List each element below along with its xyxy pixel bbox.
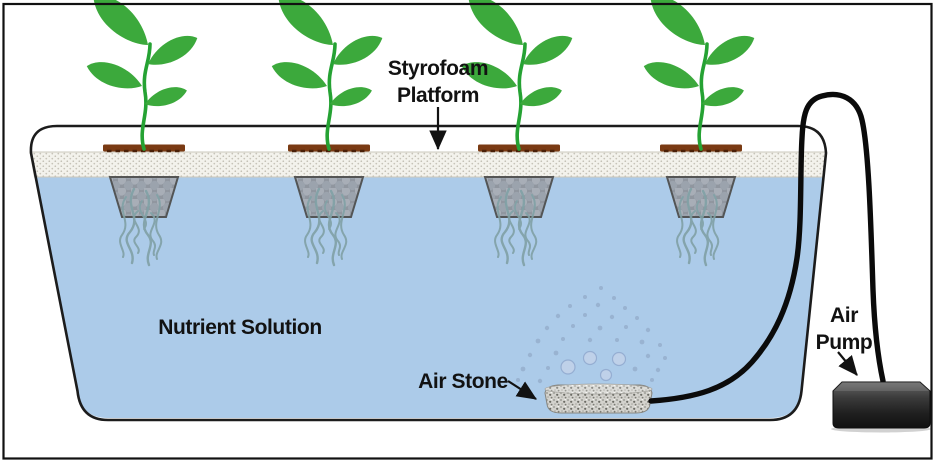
net-pot [109,176,179,218]
annotations: Styrofoam Platform Nutrient Solution Air… [158,57,873,400]
air-stone [544,383,653,414]
label-nutrient-solution: Nutrient Solution [158,316,322,339]
frame-border [2,2,933,460]
air-bubbles-large [560,350,627,382]
tank-outline [29,124,828,422]
air-pump [831,381,931,433]
styrofoam-platform [29,151,827,178]
net-pot [484,176,554,218]
label-styrofoam-platform-line2: Platform [397,84,479,107]
label-styrofoam-platform-line1: Styrofoam [388,57,488,80]
net-pot [294,176,364,218]
label-air-stone: Air Stone [418,370,508,393]
air-bubbles [516,286,667,384]
net-pot [666,176,736,218]
label-air-pump-line2: Pump [816,331,873,354]
air-tube [648,91,886,404]
arrow-to-air-stone [507,380,537,400]
label-air-pump-line1: Air [830,304,858,327]
arrow-to-air-pump [837,351,858,376]
nutrient-solution-water [35,177,823,418]
pot-rims [101,143,744,153]
